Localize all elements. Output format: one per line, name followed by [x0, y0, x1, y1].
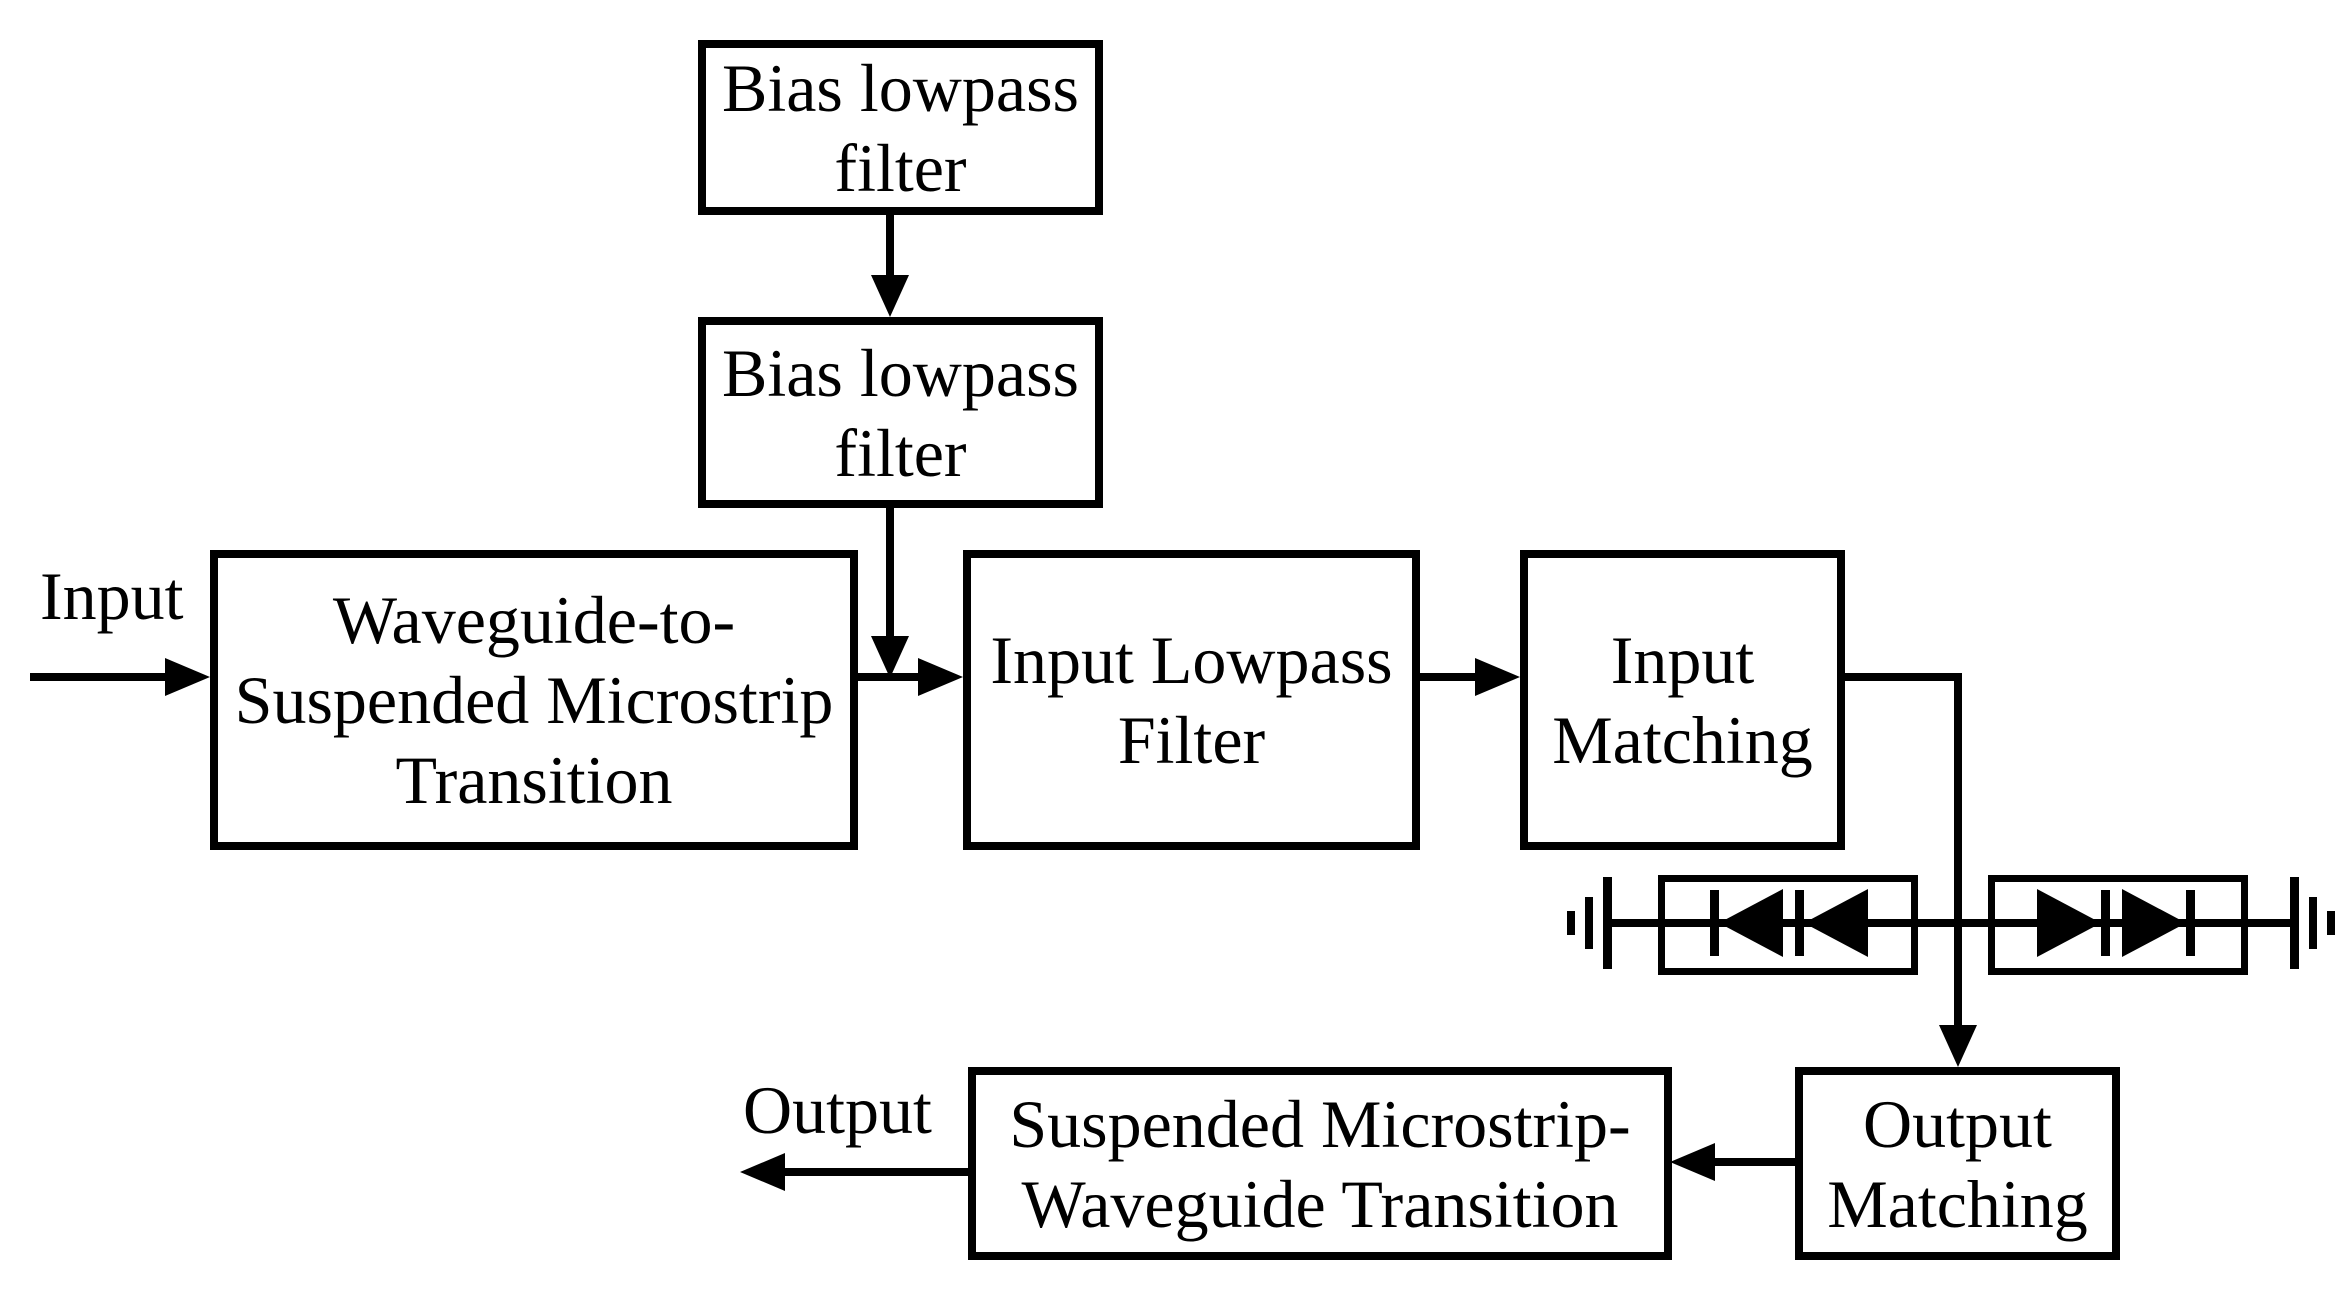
output-arrow-line — [783, 1168, 970, 1176]
arrowhead-left-icon — [1670, 1143, 1715, 1181]
box-label-line: filter — [834, 414, 967, 491]
box-label-line: Waveguide Transition — [1021, 1165, 1619, 1242]
box-label-line: Matching — [1552, 702, 1813, 778]
input-label: Input — [40, 558, 184, 634]
connector-down-to-output-matching — [1954, 673, 1962, 1027]
ground-icon — [2290, 877, 2335, 969]
input-matching-box: Input Matching — [1520, 550, 1845, 850]
box-label-line: Bias lowpass — [722, 49, 1079, 126]
box-label-line: Filter — [1117, 702, 1266, 778]
output-label: Output — [743, 1072, 932, 1148]
box-label-line: filter — [834, 129, 967, 206]
diode-pair-right-icon — [1988, 875, 2248, 975]
output-matching-box: Output Matching — [1795, 1067, 2120, 1260]
arrowhead-down-icon — [871, 636, 909, 678]
input-arrow-line — [30, 673, 170, 681]
arrowhead-down-icon — [1939, 1025, 1977, 1067]
input-lowpass-filter-box: Input Lowpass Filter — [963, 550, 1420, 850]
arrowhead-right-icon — [918, 658, 963, 696]
box-label-line: Input Lowpass — [990, 622, 1393, 698]
box-label-line: Transition — [395, 742, 673, 818]
connector-bias-top-to-mid — [886, 213, 894, 279]
connector-bias-mid-to-main-line — [886, 506, 894, 638]
box-label-line: Output — [1863, 1085, 2052, 1162]
bias-lowpass-filter-top-box: Bias lowpass filter — [698, 40, 1103, 215]
connector-lowpass-to-input-matching — [1418, 673, 1478, 681]
connector-waveguide-to-lowpass — [852, 673, 920, 681]
ground-icon — [1567, 877, 1612, 969]
diode-line — [1607, 919, 2297, 927]
arrowhead-left-icon — [740, 1153, 785, 1191]
suspended-microstrip-waveguide-transition-box: Suspended Microstrip- Waveguide Transiti… — [968, 1067, 1672, 1260]
connector-output-matching-to-transition — [1715, 1158, 1797, 1166]
box-label-line: Waveguide-to- — [332, 582, 736, 658]
bias-lowpass-filter-mid-box: Bias lowpass filter — [698, 317, 1103, 508]
box-label-line: Suspended Microstrip — [234, 662, 834, 738]
diode-pair-left-icon — [1658, 875, 1918, 975]
diode-network — [1567, 875, 2335, 975]
arrowhead-down-icon — [871, 275, 909, 317]
box-label-line: Input — [1610, 622, 1755, 698]
arrowhead-right-icon — [165, 658, 210, 696]
connector-input-matching-right — [1843, 673, 1962, 681]
box-label-line: Bias lowpass — [722, 334, 1079, 411]
waveguide-to-suspended-microstrip-transition-box: Waveguide-to- Suspended Microstrip Trans… — [210, 550, 858, 850]
arrowhead-right-icon — [1475, 658, 1520, 696]
box-label-line: Matching — [1827, 1165, 2088, 1242]
box-label-line: Suspended Microstrip- — [1009, 1085, 1631, 1162]
